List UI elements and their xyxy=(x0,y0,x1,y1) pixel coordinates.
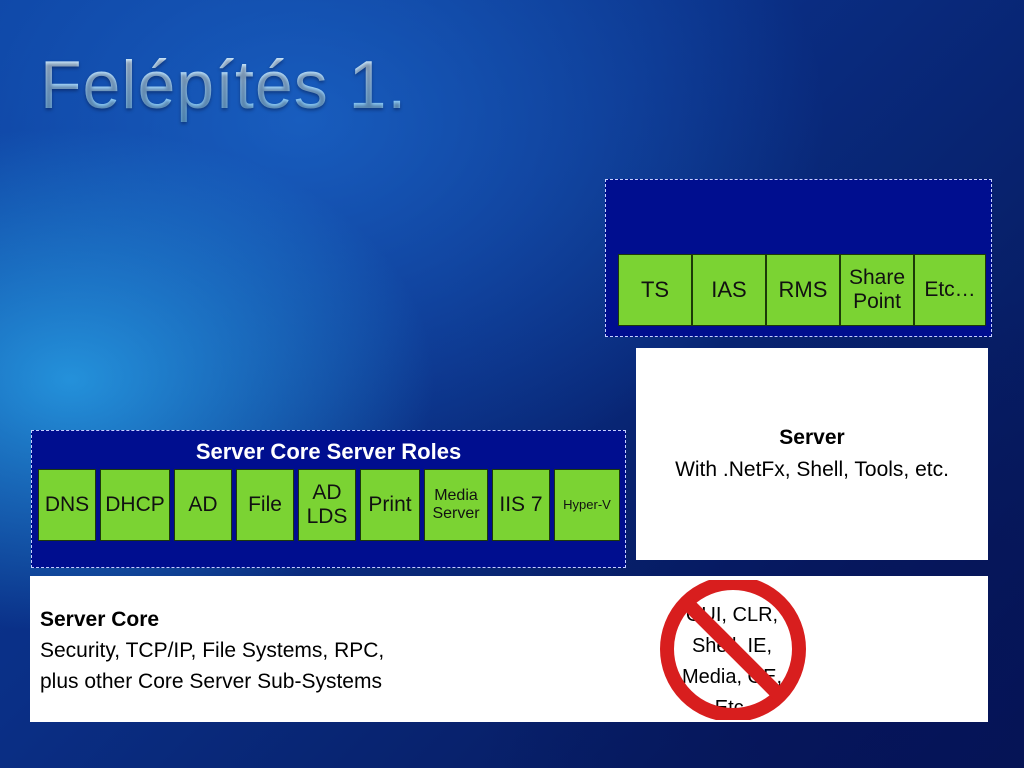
role-cell-ad: AD xyxy=(174,469,232,541)
server-core-box: Server Core Security, TCP/IP, File Syste… xyxy=(30,576,988,722)
server-core-roles-panel: Server Core Server Roles DNS DHCP AD Fil… xyxy=(31,430,626,568)
role-cell-dhcp: DHCP xyxy=(100,469,170,541)
server-core-line1: Security, TCP/IP, File Systems, RPC, xyxy=(40,639,385,662)
server-title: Server xyxy=(779,426,845,449)
role-cell-ad-lds: AD LDS xyxy=(298,469,356,541)
role-cell-file: File xyxy=(236,469,294,541)
role-cell-rms: RMS xyxy=(766,254,840,326)
role-cell-media-server: Media Server xyxy=(424,469,488,541)
prohibited-icon xyxy=(660,580,806,720)
role-cell-iis7: IIS 7 xyxy=(492,469,550,541)
role-cell-hyper-v: Hyper-V xyxy=(554,469,620,541)
roles-panel-title: Server Core Server Roles xyxy=(195,439,462,464)
server-core-line2: plus other Core Server Sub-Systems xyxy=(40,670,382,693)
server-core-title: Server Core xyxy=(40,608,160,631)
role-cell-print: Print xyxy=(360,469,420,541)
role-cell-etc: Etc… xyxy=(914,254,986,326)
server-subtitle: With .NetFx, Shell, Tools, etc. xyxy=(675,458,949,481)
role-cell-sharepoint: Share Point xyxy=(840,254,914,326)
server-box: Server With .NetFx, Shell, Tools, etc. xyxy=(636,348,988,560)
full-server-roles-panel: TS IAS RMS Share Point Etc… xyxy=(605,179,992,337)
server-core-text: Server Core Security, TCP/IP, File Syste… xyxy=(40,604,384,697)
role-cell-dns: DNS xyxy=(38,469,96,541)
slide-title: Felépítés 1. xyxy=(40,47,408,123)
role-cell-ias: IAS xyxy=(692,254,766,326)
excluded-components: GUI, CLR, Shell, IE, Media, OE, Etc. xyxy=(652,580,812,720)
role-cell-ts: TS xyxy=(618,254,692,326)
